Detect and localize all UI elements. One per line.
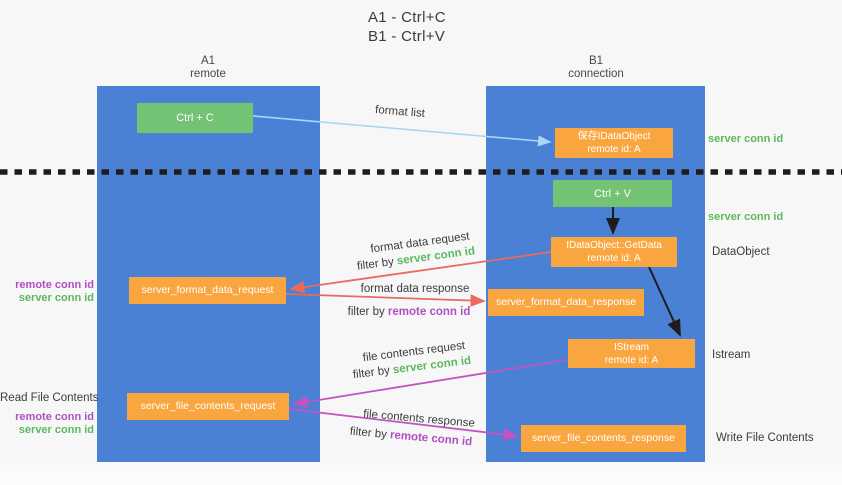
ctrl-c-box: Ctrl + C xyxy=(137,103,253,133)
ctrl-c-label: Ctrl + C xyxy=(176,112,214,124)
column-header-b1: B1 connection xyxy=(568,55,624,81)
server-conn-id-annotation-left-1: server conn id xyxy=(18,292,94,304)
dataobject-annotation: DataObject xyxy=(712,246,770,258)
idataobject-getdata-box: IDataObject::GetData remote id: A xyxy=(551,237,677,267)
server-conn-id-annotation-mid: server conn id xyxy=(708,211,784,223)
save-idataobject-remote-id: remote id: A xyxy=(587,144,641,155)
getdata-to-istream-arrow xyxy=(648,266,681,337)
save-idataobject-title: 保存IDataObject xyxy=(577,131,651,142)
format-data-response-arrow xyxy=(285,293,486,307)
server-file-contents-response-box: server_file_contents_response xyxy=(521,425,686,452)
write-file-contents-annotation: Write File Contents xyxy=(716,432,814,444)
title-line-2: B1 - Ctrl+V xyxy=(368,28,446,45)
title-line-1: A1 - Ctrl+C xyxy=(368,9,446,26)
remote-conn-id-annotation-left-1: remote conn id xyxy=(15,279,94,291)
server-conn-id-annotation-left-2: server conn id xyxy=(18,424,94,436)
remote-conn-id-text: remote conn id xyxy=(387,306,471,318)
getdata-title: IDataObject::GetData xyxy=(566,240,662,251)
format-data-request-arrow xyxy=(289,251,552,294)
file-contents-response-arrow xyxy=(288,408,519,441)
server-format-data-response-label: server_format_data_response xyxy=(495,296,637,308)
server-format-data-response-box: server_format_data_response xyxy=(488,289,644,316)
read-file-contents-annotation: Read File Contents xyxy=(0,392,99,404)
column-b1-role: connection xyxy=(568,68,624,80)
remote-conn-id-annotation-left-2: remote conn id xyxy=(15,411,94,423)
diagram-title: A1 - Ctrl+C B1 - Ctrl+V xyxy=(368,8,446,46)
filter-by-text: filter by xyxy=(347,306,388,318)
ctrl-v-label: Ctrl + V xyxy=(594,187,631,200)
server-conn-id-annotation-top: server conn id xyxy=(708,133,784,145)
format-list-arrow xyxy=(252,115,552,147)
server-file-contents-request-label: server_file_contents_request xyxy=(140,400,276,412)
column-b1-name: B1 xyxy=(588,55,604,67)
istream-title: IStream xyxy=(613,341,649,353)
save-idataobject-box: 保存IDataObject remote id: A xyxy=(555,128,673,158)
server-format-data-request-label: server_format_data_request xyxy=(141,284,274,296)
ctrl-v-box: Ctrl + V xyxy=(553,180,672,207)
server-format-data-request-box: server_format_data_request xyxy=(129,277,286,304)
getdata-remote-id: remote id: A xyxy=(587,253,641,264)
column-a1-role: remote xyxy=(190,68,226,80)
istream-remote-id: remote id: A xyxy=(604,354,659,366)
istream-box: IStream remote id: A xyxy=(568,339,695,368)
file-contents-request-arrow xyxy=(292,359,567,409)
format-data-response-filter-label: filter by remote conn id xyxy=(348,306,471,318)
column-a1-name: A1 xyxy=(200,55,216,67)
server-file-contents-response-label: server_file_contents_response xyxy=(531,432,675,444)
column-header-a1: A1 remote xyxy=(190,55,226,81)
istream-annotation: Istream xyxy=(712,349,751,361)
format-data-response-label: format data response xyxy=(360,283,470,295)
server-file-contents-request-box: server_file_contents_request xyxy=(127,393,289,420)
